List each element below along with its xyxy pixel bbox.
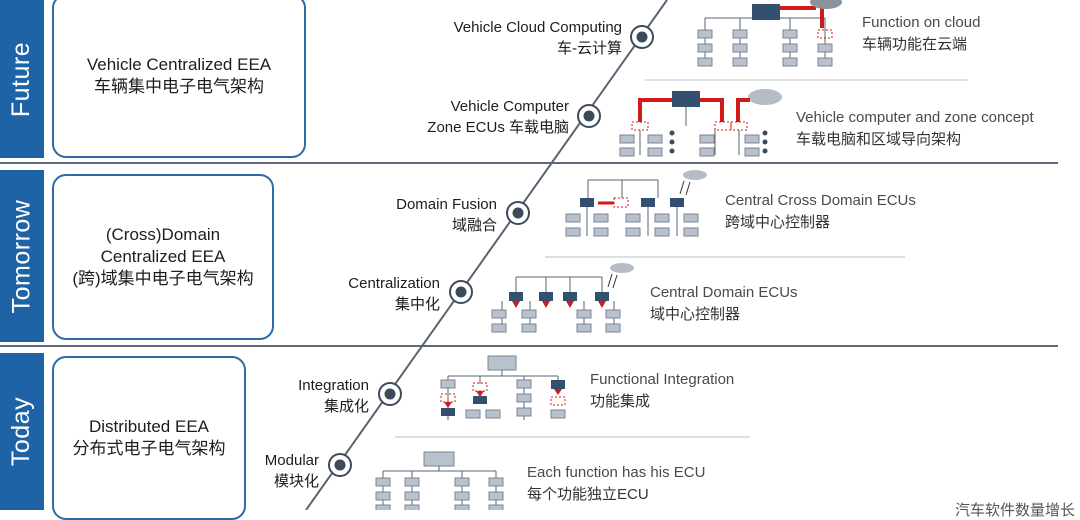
step-label-en-line2: Zone ECUs 车载电脑 <box>427 119 569 136</box>
description-zh: 域中心控制器 <box>650 306 741 323</box>
step-vehicle-computer: Vehicle Computer Zone ECUs 车载电脑 <box>427 96 569 138</box>
description-functional-integration: Functional Integration 功能集成 <box>590 369 734 413</box>
description-central-cross-domain: Central Cross Domain ECUs 跨域中心控制器 <box>725 190 916 234</box>
step-label-en: Centralization <box>348 275 440 292</box>
architecture-en: Distributed EEA <box>89 417 209 436</box>
description-zh: 功能集成 <box>590 393 651 410</box>
description-vehicle-computer-zone: Vehicle computer and zone concept 车载电脑和区… <box>796 107 1034 151</box>
diagram-integration <box>440 355 566 420</box>
description-zh: 车载电脑和区域导向架构 <box>796 131 962 148</box>
step-label-zh: 集成化 <box>323 398 369 415</box>
step-modular: Modular 模块化 <box>265 450 319 492</box>
band-tomorrow: Tomorrow <box>0 170 44 342</box>
step-label-en: Modular <box>264 452 319 469</box>
step-vehicle-cloud-computing: Vehicle Cloud Computing 车-云计算 <box>454 17 622 59</box>
separator-future-tomorrow <box>0 162 1058 164</box>
architecture-box-tomorrow: (Cross)Domain Centralized EEA (跨)域集中电子电气… <box>52 174 274 340</box>
description-en: Vehicle computer and zone concept <box>796 109 1034 126</box>
description-en: Each function has his ECU <box>527 464 706 481</box>
step-label-en: Domain Fusion <box>396 196 497 213</box>
architecture-en-line2: Centralized EEA <box>100 247 226 266</box>
band-today: Today <box>0 353 44 510</box>
step-label-en-line1: Vehicle Computer <box>450 98 569 115</box>
architecture-zh: (跨)域集中电子电气架构 <box>72 269 254 288</box>
description-each-function-ecu: Each function has his ECU 每个功能独立ECU <box>527 462 705 506</box>
description-en: Functional Integration <box>590 371 735 388</box>
separator-tomorrow-today <box>0 345 1058 347</box>
step-integration: Integration 集成化 <box>298 375 369 417</box>
architecture-en-line1: (Cross)Domain <box>105 225 221 244</box>
step-label-en: Integration <box>298 377 369 394</box>
timeline-line <box>305 0 668 510</box>
step-label-zh: 模块化 <box>273 473 319 490</box>
step-label-en: Vehicle Cloud Computing <box>453 19 622 36</box>
diagram-zone-ecus <box>619 89 782 157</box>
step-label-zh: 集中化 <box>394 296 440 313</box>
step-label-zh: 车-云计算 <box>557 40 622 57</box>
description-en: Central Domain ECUs <box>650 284 798 301</box>
description-zh: 跨域中心控制器 <box>725 214 831 231</box>
band-future: Future <box>0 0 44 158</box>
description-en: Function on cloud <box>862 14 981 31</box>
timeline-node <box>328 25 654 477</box>
description-function-on-cloud: Function on cloud 车辆功能在云端 <box>862 12 980 56</box>
diagram-modular <box>375 451 504 510</box>
diagram-domain-fusion <box>565 170 707 237</box>
architecture-zh: 分布式电子电气架构 <box>72 439 226 458</box>
description-zh: 每个功能独立ECU <box>527 486 649 503</box>
diagram-centralization <box>491 263 634 333</box>
architecture-box-future: Vehicle Centralized EEA 车辆集中电子电气架构 <box>52 0 306 158</box>
diagram-cloud-computing <box>697 0 842 67</box>
description-zh: 车辆功能在云端 <box>862 36 968 53</box>
step-centralization: Centralization 集中化 <box>348 273 440 315</box>
step-label-zh: 域融合 <box>451 217 497 234</box>
step-domain-fusion: Domain Fusion 域融合 <box>396 194 497 236</box>
description-central-domain: Central Domain ECUs 域中心控制器 <box>650 282 798 326</box>
architecture-en: Vehicle Centralized EEA <box>86 55 272 74</box>
architecture-zh: 车辆集中电子电气架构 <box>94 77 264 96</box>
description-en: Central Cross Domain ECUs <box>725 192 916 209</box>
